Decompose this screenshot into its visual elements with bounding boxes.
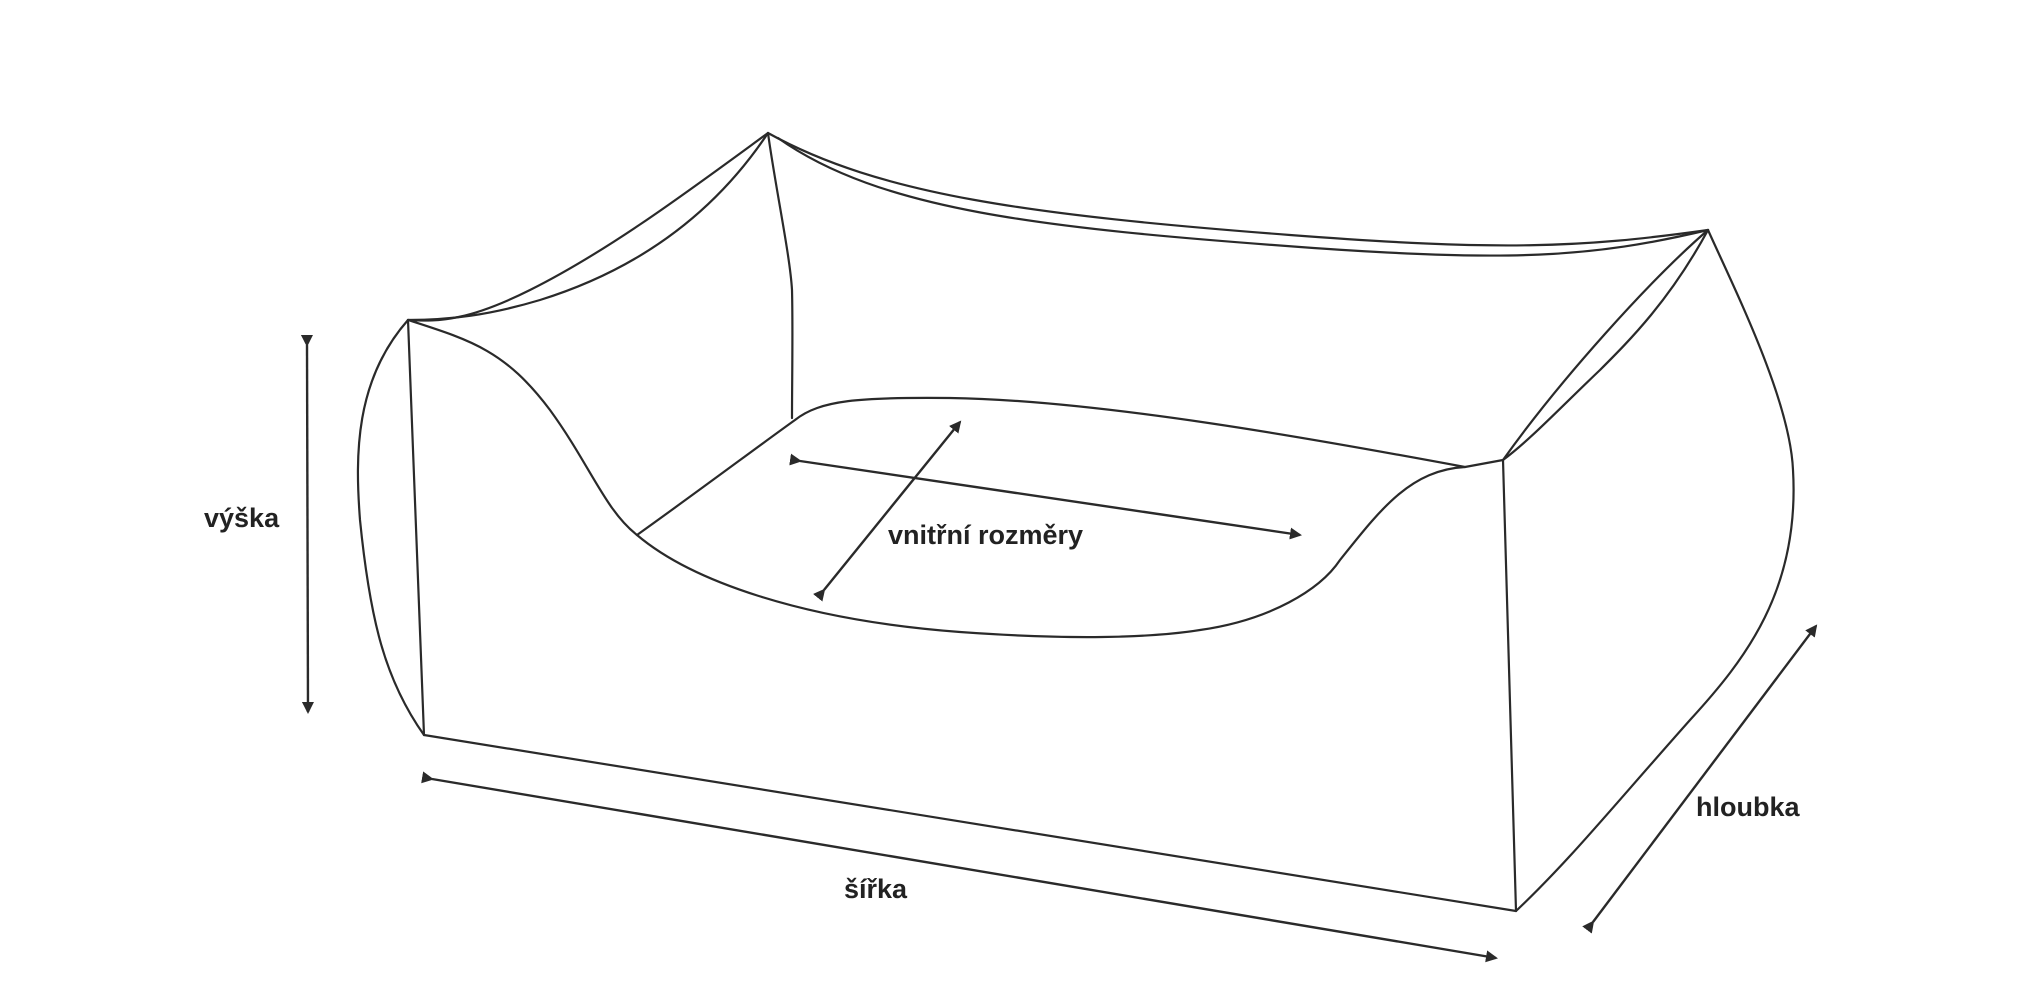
bed-front-right-edge	[1501, 458, 1518, 913]
bed-front-wall-curve	[406, 318, 1505, 639]
bed-right-wing-inner	[1501, 228, 1710, 462]
depth-arrow	[1582, 624, 1818, 934]
depth-label: hloubka	[1696, 792, 1800, 822]
pet-bed-outline	[356, 131, 1795, 913]
bed-back-top-edge	[766, 131, 1710, 247]
bed-left-wing-outer	[406, 131, 770, 322]
inner-depth-arrow	[813, 420, 962, 602]
width-label: šířka	[844, 874, 908, 904]
bed-left-bulge	[356, 318, 426, 737]
bed-floor-back-edge	[635, 396, 1467, 537]
inner-dimensions-label: vnitřní rozměry	[888, 520, 1083, 550]
height-arrow	[300, 334, 314, 714]
bed-back-top-edge-inner	[776, 136, 1710, 257]
bed-back-left-post	[766, 131, 794, 420]
bed-front-left-edge	[406, 318, 426, 737]
bed-left-wing-inner	[406, 131, 770, 322]
dimension-arrows	[300, 334, 1818, 963]
width-arrow	[421, 771, 1498, 963]
bed-bottom-front-edge	[422, 733, 1518, 913]
bed-right-wing-outer	[1501, 228, 1710, 462]
height-label: výška	[204, 503, 280, 533]
